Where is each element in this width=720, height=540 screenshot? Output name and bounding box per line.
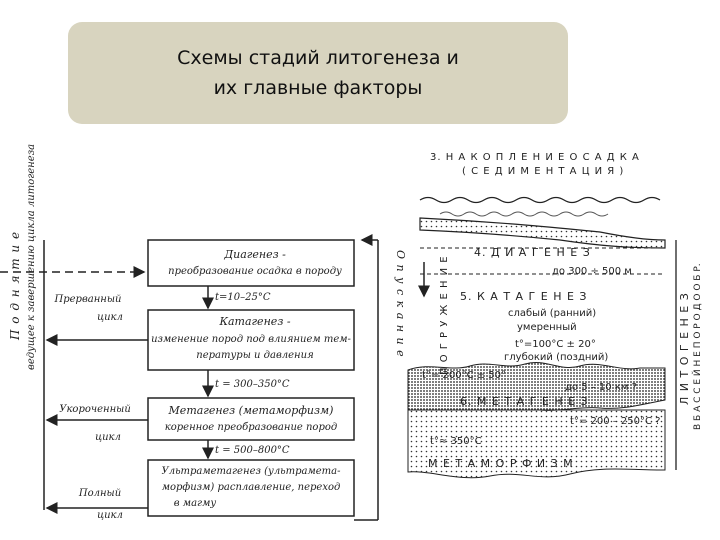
metamorphism-title: М Е Т А М О Р Ф И З М <box>428 457 574 470</box>
cycle-shortened-2: цикл <box>95 432 121 443</box>
box-ultrametagenesis <box>147 459 355 517</box>
box-metagenesis <box>147 397 355 441</box>
metamorphism-zone <box>407 409 666 479</box>
sediment-layer <box>419 217 666 249</box>
vertical-label-lead: ведущее к завершению цикла литогенеза <box>26 144 37 370</box>
title-box: Схемы стадий литогенеза и их главные фак… <box>68 22 568 124</box>
box-ultra-text-2: морфизм) расплавление, переход <box>162 482 341 493</box>
basin-vertical: В Б А С С Е Й Н Е П О Р О Д О О Б Р. <box>691 263 703 430</box>
box-metagenesis-title: Метагенез (метаморфизм) <box>168 404 334 417</box>
temp-label-3: t = 500–800°C <box>215 445 290 456</box>
water-waves <box>439 211 609 217</box>
temp-label-2: t = 300–350°C <box>215 379 290 390</box>
metagenesis-zone <box>407 362 666 411</box>
box-catagenesis-title: Катагенез - <box>218 315 290 328</box>
title-line-2: их главные факторы <box>213 77 423 99</box>
catagenesis-temp: t°=100°C ± 20° <box>515 339 596 350</box>
box-diagenesis <box>147 239 355 287</box>
box-diagenesis-text: преобразование осадка в породу <box>168 266 342 277</box>
cycle-interrupted-2: цикл <box>97 312 123 323</box>
catagenesis-temp-2: t°= 200°C ± 50° <box>422 370 506 381</box>
box-catagenesis-text-1: изменение пород под влиянием тем- <box>151 334 351 345</box>
cycle-full-2: цикл <box>97 510 123 521</box>
box-catagenesis-text-2: пературы и давления <box>196 350 313 361</box>
metagenesis-temp: t°= 200 – 250°C ? <box>570 416 660 427</box>
depth-label-2: до 5 – 10 км ? <box>565 382 637 393</box>
stage6-title: 6. М Е Т А Г Е Н Е З <box>460 395 589 408</box>
catagenesis-deep: глубокий (поздний) <box>504 352 608 363</box>
cycle-full-1: Полный <box>78 488 121 499</box>
box-ultra-text-1: Ультраметагенез (ультраметa- <box>161 466 341 477</box>
vertical-label-uplift: П о д н я т и е <box>8 231 22 341</box>
catagenesis-moderate: умеренный <box>517 322 577 333</box>
depth-label-1: до 300 ÷ 500 м <box>552 266 632 277</box>
title-line-1: Схемы стадий литогенеза и <box>177 47 459 69</box>
stage5-title: 5. К А Т А Г Е Н Е З <box>460 290 587 303</box>
cycle-shortened-1: Укороченный <box>59 404 131 415</box>
box-diagenesis-title: Диагенез - <box>223 248 286 261</box>
temp-label-1: t=10–25°C <box>215 292 271 303</box>
stage3-subtitle: ( С Е Д И М Е Н Т А Ц И Я ) <box>462 166 624 177</box>
water-surface <box>419 196 661 204</box>
vertical-down-label: П О Г Р У Ж Е Н И Е <box>439 255 450 375</box>
subsidence-label: О п у с к а н и е <box>394 250 407 358</box>
box-metagenesis-text: коренное преобразование пород <box>165 422 337 433</box>
cycle-interrupted-1: Прерванный <box>54 294 122 305</box>
stage4-title: 4. Д И А Г Е Н Е З <box>474 246 591 259</box>
lithogenesis-vertical: Л И Т О Г Е Н Е З <box>678 292 691 405</box>
stage3-title: 3. Н А К О П Л Е Н И Е О С А Д К А <box>430 152 640 163</box>
metamorphism-temp: t°≈ 350°C <box>430 436 482 447</box>
box-ultra-text-3: в магму <box>174 498 217 509</box>
catagenesis-weak: слабый (ранний) <box>508 308 596 319</box>
